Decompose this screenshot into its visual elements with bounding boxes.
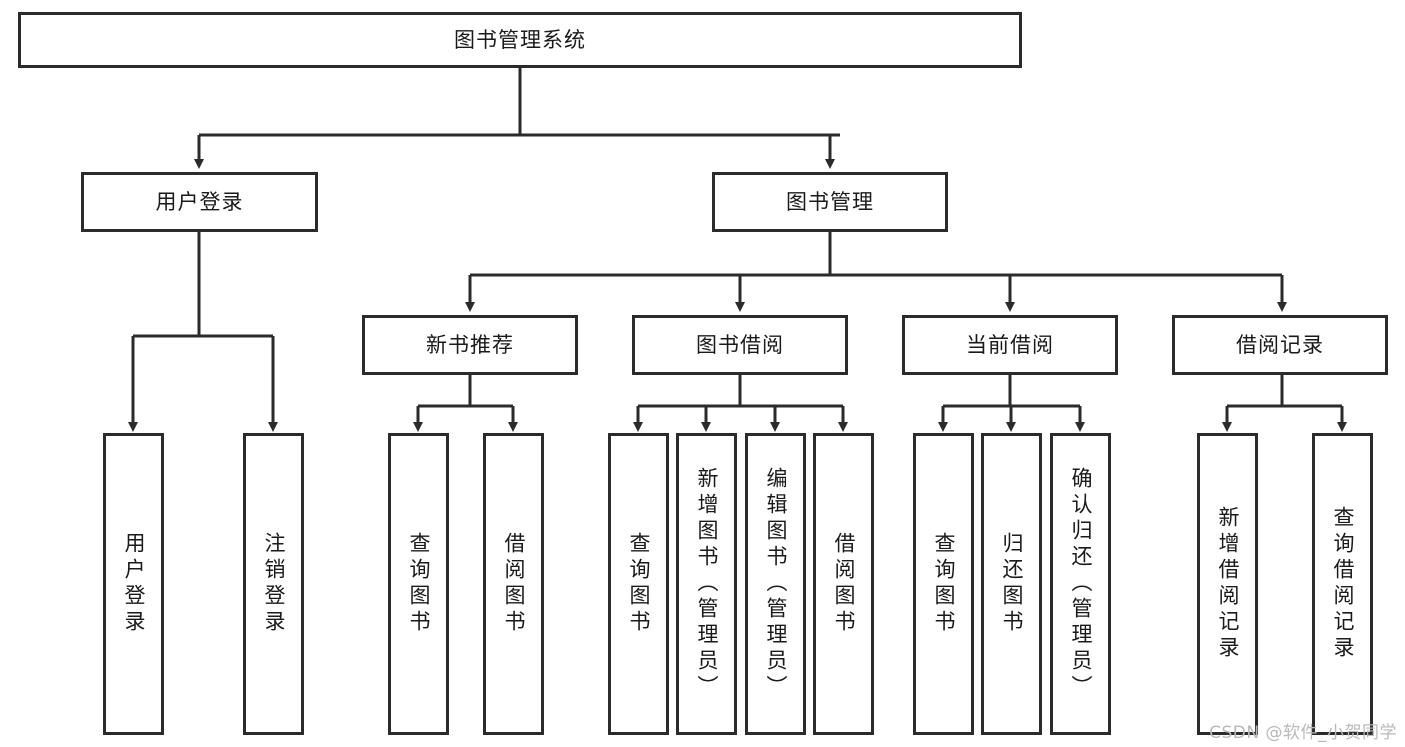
node-leaf-query-record-label: 查询借阅记录 [1331,506,1355,662]
watermark-text: CSDN @软件_小贺同学 [1209,723,1397,743]
node-leaf-add-book[interactable]: 新增图书（管理员） [676,433,737,735]
node-new-book-recommend-label: 新书推荐 [426,332,514,357]
node-leaf-query-book-1-label: 查询图书 [407,532,431,636]
node-leaf-query-book-3-label: 查询图书 [932,532,956,636]
node-leaf-logout-login-label: 注销登录 [262,532,286,636]
node-leaf-confirm-return-label: 确认归还（管理员） [1069,467,1093,701]
node-book-manage-label: 图书管理 [786,189,874,214]
node-leaf-add-book-label: 新增图书（管理员） [695,467,719,701]
node-book-borrow[interactable]: 图书借阅 [632,315,848,375]
node-leaf-borrow-book-2-label: 借阅图书 [832,532,856,636]
node-leaf-edit-book[interactable]: 编辑图书（管理员） [745,433,806,735]
node-leaf-borrow-book-1-label: 借阅图书 [502,532,526,636]
node-user-login-label: 用户登录 [155,189,244,214]
node-leaf-add-record-label: 新增借阅记录 [1216,506,1240,662]
node-user-login[interactable]: 用户登录 [81,172,318,232]
node-new-book-recommend[interactable]: 新书推荐 [362,315,578,375]
node-leaf-user-login[interactable]: 用户登录 [103,433,164,735]
node-leaf-logout-login[interactable]: 注销登录 [243,433,304,735]
node-leaf-confirm-return[interactable]: 确认归还（管理员） [1050,433,1111,735]
node-borrow-record-label: 借阅记录 [1236,332,1324,357]
node-leaf-borrow-book-2[interactable]: 借阅图书 [813,433,874,735]
node-root[interactable]: 图书管理系统 [18,12,1022,68]
node-leaf-borrow-book-1[interactable]: 借阅图书 [483,433,544,735]
node-leaf-query-book-2[interactable]: 查询图书 [608,433,669,735]
node-leaf-query-book-3[interactable]: 查询图书 [913,433,974,735]
node-leaf-query-book-2-label: 查询图书 [627,532,651,636]
node-current-borrow-label: 当前借阅 [966,332,1054,357]
node-book-borrow-label: 图书借阅 [696,332,784,357]
node-leaf-query-book-1[interactable]: 查询图书 [388,433,449,735]
node-borrow-record[interactable]: 借阅记录 [1172,315,1388,375]
node-leaf-add-record[interactable]: 新增借阅记录 [1197,433,1258,735]
node-leaf-query-record[interactable]: 查询借阅记录 [1312,433,1373,735]
node-leaf-return-book[interactable]: 归还图书 [981,433,1042,735]
node-root-label: 图书管理系统 [454,27,586,52]
node-book-manage[interactable]: 图书管理 [712,172,948,232]
node-leaf-edit-book-label: 编辑图书（管理员） [764,467,788,701]
node-leaf-user-login-label: 用户登录 [122,532,146,636]
node-leaf-return-book-label: 归还图书 [1000,532,1024,636]
node-current-borrow[interactable]: 当前借阅 [902,315,1118,375]
